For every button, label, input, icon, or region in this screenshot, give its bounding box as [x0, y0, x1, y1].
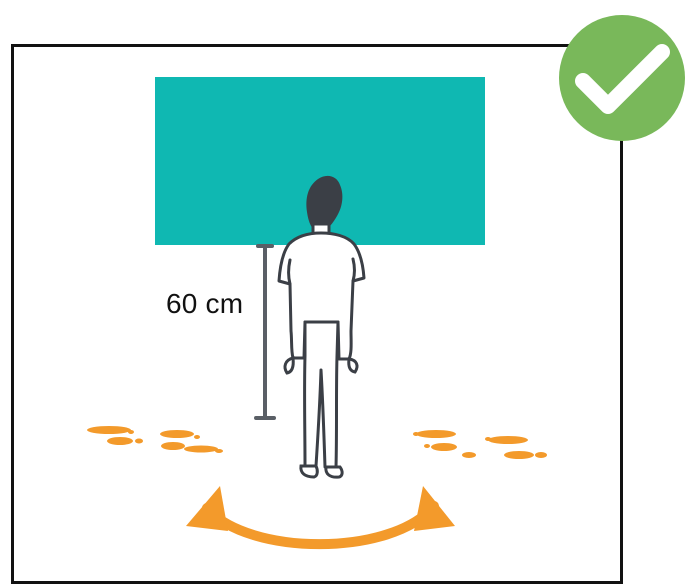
distance-measure-icon [256, 246, 274, 418]
curved-double-arrow-icon [186, 486, 455, 544]
illustration-graphics [0, 0, 688, 568]
instruction-illustration: 60 cm [0, 0, 688, 568]
check-circle-icon [559, 15, 685, 141]
person-icon [279, 176, 364, 477]
right-footprints-icon [413, 430, 547, 459]
left-footprints-icon [87, 426, 223, 453]
